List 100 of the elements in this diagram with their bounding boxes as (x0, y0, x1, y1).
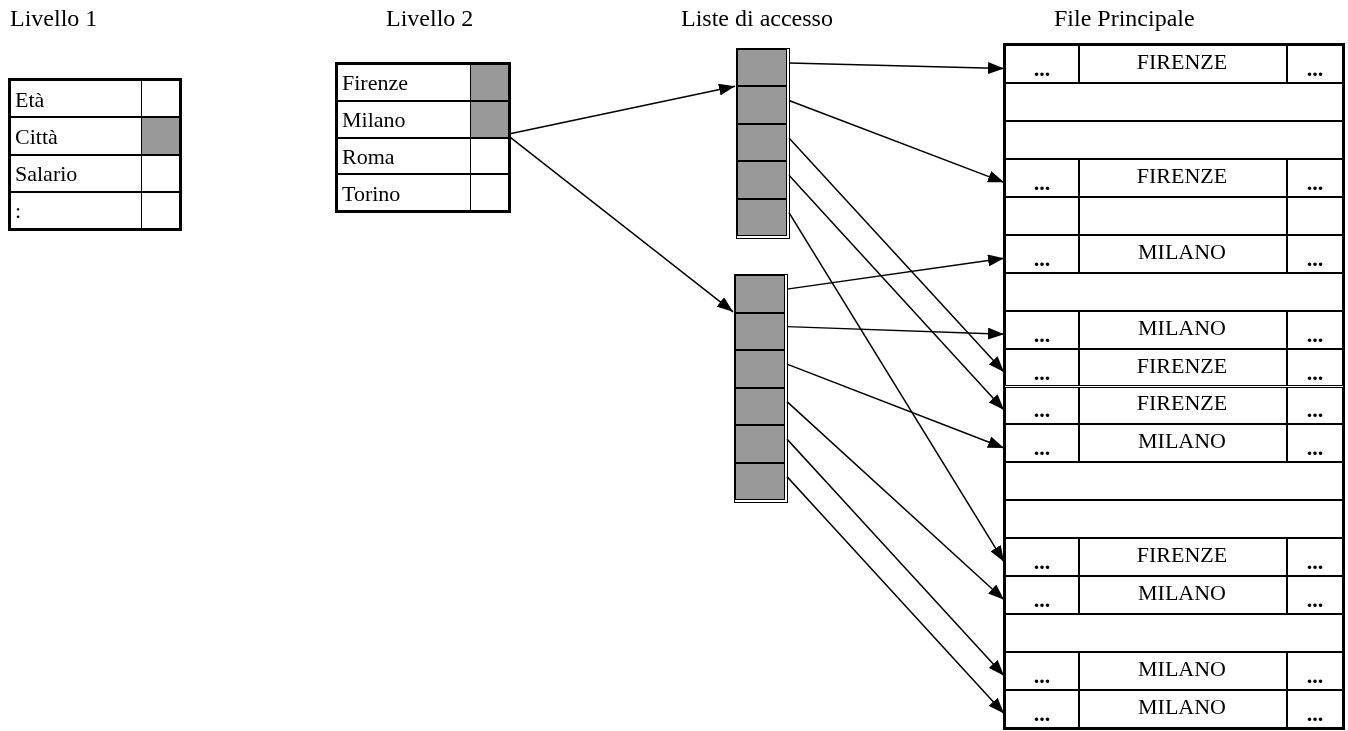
arrow (509, 83, 736, 135)
record-row (1005, 158, 1343, 197)
arrow (786, 400, 1005, 601)
field-name: Salario (15, 161, 78, 188)
table-row (337, 174, 509, 211)
ellipsis-text: ... (1305, 321, 1325, 348)
record-row (1005, 462, 1343, 501)
ellipsis-text: ... (1032, 359, 1052, 386)
record-row (1005, 652, 1343, 691)
city-name: MILANO (1137, 314, 1227, 341)
table-row (337, 137, 509, 175)
ellipsis-text: ... (1032, 435, 1052, 462)
arrow (786, 438, 1005, 677)
pointer-slot (735, 462, 785, 500)
ellipsis-text: ... (1032, 549, 1052, 576)
ellipsis-text: ... (1032, 663, 1052, 690)
ellipsis-text: ... (1305, 587, 1325, 614)
ellipsis-text: ... (1305, 549, 1325, 576)
ellipsis-text: ... (1032, 169, 1052, 196)
city-name: MILANO (1137, 238, 1227, 265)
city-name: FIRENZE (1135, 542, 1229, 569)
arrow (786, 325, 1005, 340)
column-heading: Liste di accesso (681, 4, 833, 32)
ellipsis-text: ... (1305, 169, 1325, 196)
index-table (8, 78, 182, 231)
table-row (10, 80, 180, 118)
record-row (1005, 500, 1343, 539)
pointer-slot (737, 86, 787, 124)
column-heading: File Principale (1054, 4, 1195, 32)
table-row (337, 100, 509, 138)
city-name: FIRENZE (1135, 48, 1229, 75)
pointer-slot (737, 49, 787, 87)
record-row (1005, 538, 1343, 577)
pointer-slot (735, 387, 785, 425)
ellipsis-text: ... (1305, 55, 1325, 82)
field-name: Età (15, 86, 45, 113)
index-table (335, 62, 511, 213)
city-name: MILANO (1137, 694, 1227, 720)
arrow (786, 254, 1005, 290)
arrow (788, 174, 1005, 411)
record-row (1005, 45, 1343, 83)
column-heading: Livello 1 (10, 4, 98, 32)
arrow (788, 137, 1005, 373)
pointer-slot (737, 161, 787, 199)
city-name: FIRENZE (1135, 390, 1229, 417)
field-name: Milano (342, 107, 406, 134)
ellipsis-text: ... (1032, 397, 1052, 424)
record-row (1005, 690, 1343, 728)
field-name: Roma (342, 143, 395, 170)
arrow (509, 136, 734, 313)
ellipsis-text: ... (1032, 321, 1052, 348)
ellipsis-text: ... (1032, 245, 1052, 272)
ellipsis-text: ... (1305, 701, 1325, 727)
record-row (1005, 196, 1343, 235)
access-list (734, 274, 788, 503)
ellipsis-text: ... (1305, 245, 1325, 272)
table-row (10, 154, 180, 192)
record-row (1005, 82, 1343, 121)
ellipsis-text: ... (1032, 587, 1052, 614)
record-row (1005, 348, 1343, 387)
arrow (788, 99, 1005, 184)
city-name: MILANO (1137, 656, 1227, 683)
ellipsis-text: ... (1305, 359, 1325, 386)
record-row (1005, 424, 1343, 463)
city-name: FIRENZE (1135, 162, 1229, 189)
pointer-slot (737, 123, 787, 162)
pointer-slot (735, 312, 785, 350)
access-list (736, 48, 790, 239)
record-row (1005, 120, 1343, 159)
table-row (10, 191, 180, 229)
record-row (1005, 614, 1343, 653)
ellipsis-text: ... (1305, 663, 1325, 690)
arrow (788, 211, 1005, 563)
pointer-slot (735, 425, 785, 463)
column-heading: Livello 2 (386, 4, 474, 32)
pointer-slot (737, 198, 787, 236)
field-name: Città (15, 123, 58, 150)
arrow (788, 62, 1005, 75)
table-row (337, 64, 509, 101)
pointer-slot (735, 275, 785, 313)
record-row (1005, 310, 1343, 349)
city-name: FIRENZE (1135, 352, 1229, 379)
record-row (1005, 576, 1343, 615)
ellipsis-text: ... (1032, 701, 1052, 727)
ellipsis-text: ... (1305, 397, 1325, 424)
main-file-table (1003, 43, 1345, 730)
field-name: Firenze (342, 70, 408, 97)
field-name: Torino (342, 180, 401, 207)
arrow (786, 475, 1005, 715)
ellipsis-text: ... (1032, 55, 1052, 82)
city-name: MILANO (1137, 580, 1227, 607)
record-row (1005, 234, 1343, 273)
city-name: MILANO (1137, 428, 1227, 455)
record-row (1005, 386, 1343, 425)
table-row (10, 117, 180, 155)
ellipsis-text: ... (1305, 435, 1325, 462)
arrow (786, 363, 1005, 449)
field-name: : (15, 198, 22, 225)
record-row (1005, 272, 1343, 311)
pointer-slot (735, 350, 785, 388)
